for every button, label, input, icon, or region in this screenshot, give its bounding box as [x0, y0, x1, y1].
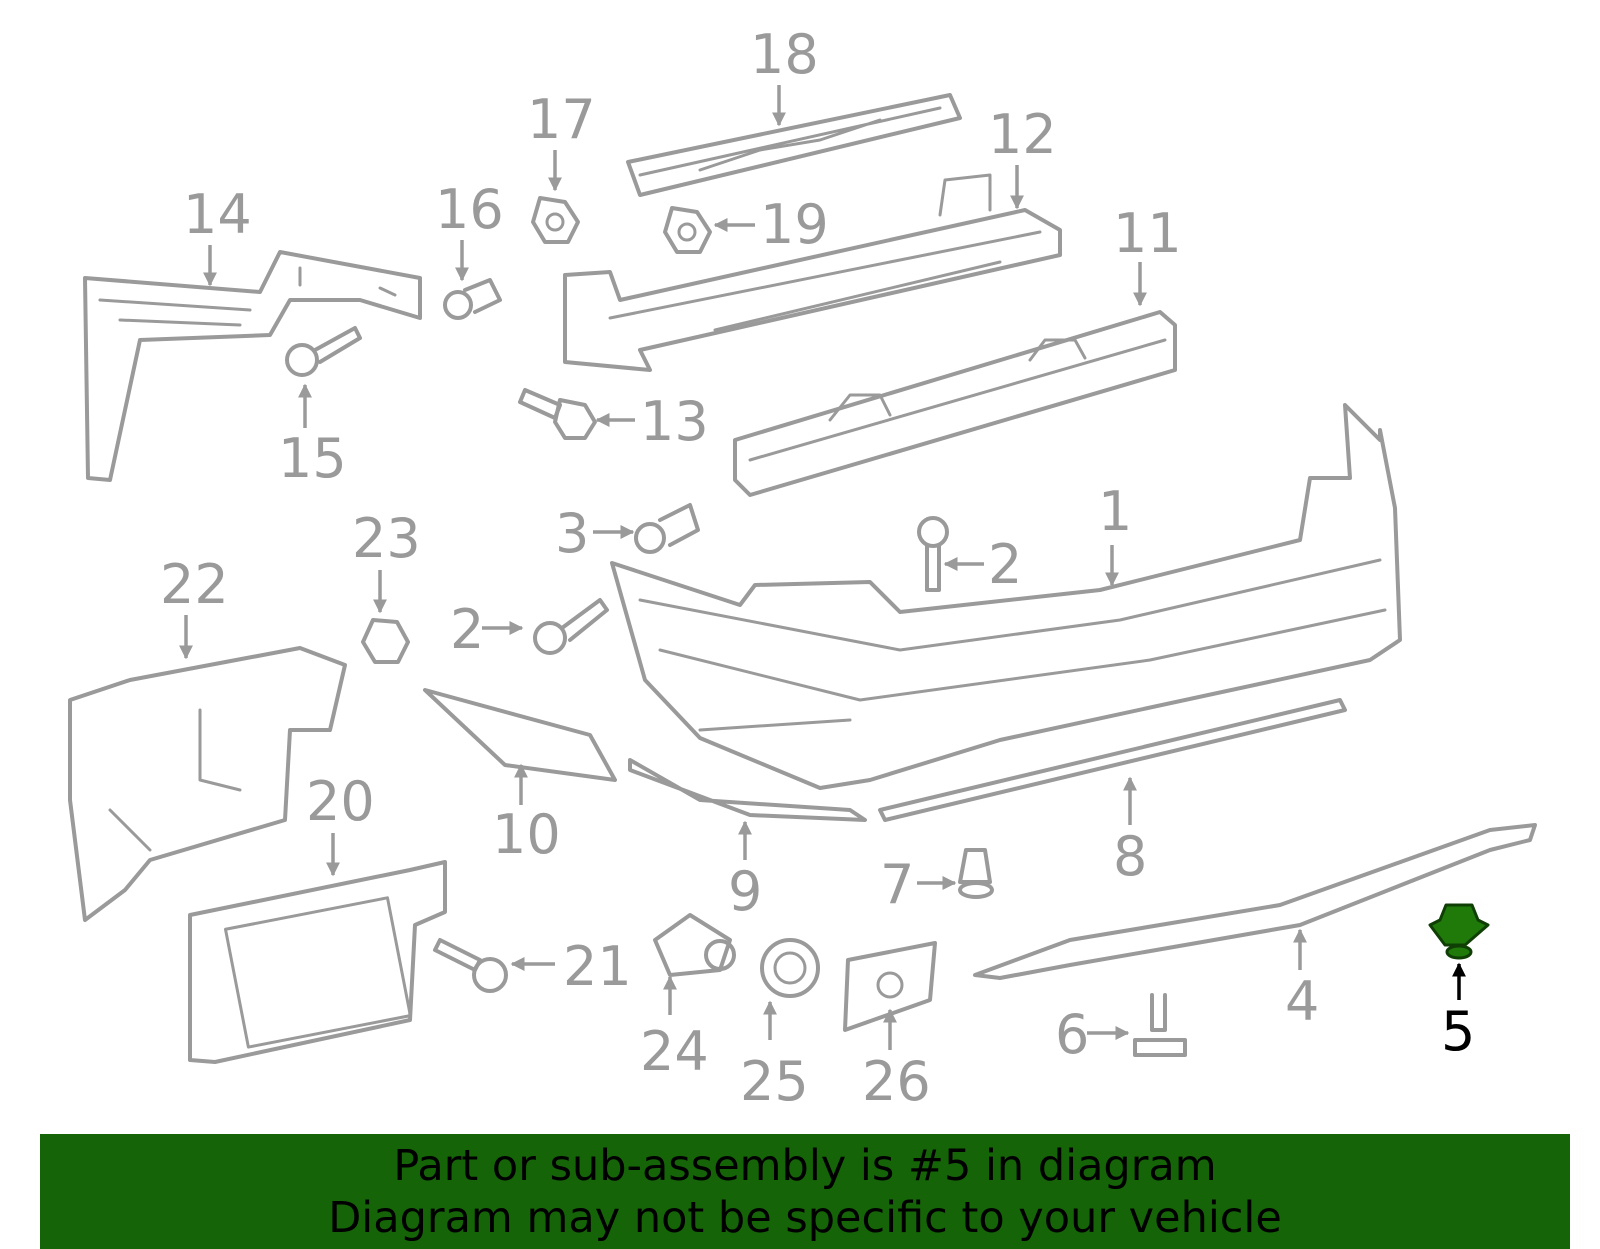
callout-18: 18: [750, 23, 819, 86]
callout-17: 17: [527, 88, 596, 151]
part-8-molding: [878, 698, 1347, 822]
callout-8: 8: [1113, 825, 1147, 888]
callout-16: 16: [435, 178, 504, 241]
callout-7: 7: [880, 853, 914, 916]
part-18-rail: [626, 93, 962, 197]
callout-21: 21: [563, 935, 632, 998]
callout-11: 11: [1113, 202, 1182, 265]
callout-2-left: 2: [450, 598, 484, 661]
callout-4: 4: [1285, 970, 1319, 1033]
part-16-retainer: [443, 278, 502, 320]
part-21-bolt: [433, 938, 508, 993]
part-26-holder: [843, 941, 937, 1032]
callout-9: 9: [728, 860, 762, 923]
callout-3: 3: [555, 502, 589, 565]
callout-10: 10: [492, 803, 561, 866]
callout-6: 6: [1055, 1003, 1089, 1066]
part-2-bolt-upper: [917, 516, 949, 592]
callout-26: 26: [862, 1050, 931, 1113]
callout-20: 20: [306, 770, 375, 833]
callout-22: 22: [160, 553, 229, 616]
callout-23: 23: [352, 507, 421, 570]
part-24-sensor: [653, 913, 736, 977]
callout-24: 24: [640, 1020, 709, 1083]
part-4-lower-molding: [973, 823, 1537, 980]
callout-19: 19: [760, 193, 829, 256]
callout-2-upper: 2: [988, 533, 1022, 596]
leader-arrows: [179, 85, 1466, 1050]
part-9-molding: [628, 758, 867, 822]
part-15-bolt: [285, 326, 362, 377]
part-23-nut: [361, 618, 410, 664]
callout-5-highlighted: 5: [1441, 1000, 1475, 1063]
part-13-bolt: [518, 388, 597, 440]
part-10-reflector-trim: [423, 688, 617, 782]
callout-1: 1: [1098, 480, 1132, 543]
part-12-beam: [563, 173, 1062, 372]
part-22-bracket: [68, 646, 347, 922]
banner-line-2: Diagram may not be specific to your vehi…: [328, 1193, 1282, 1243]
callout-13: 13: [640, 390, 709, 453]
callout-25: 25: [740, 1050, 809, 1113]
callout-14: 14: [183, 183, 252, 246]
callout-labels: 18 17 12 19 11 14 16 15 13 3 2 1 2 22 23…: [160, 23, 1475, 1113]
part-3-retainer: [634, 503, 700, 554]
part-11-absorber: [733, 310, 1177, 497]
part-6-bolt: [1133, 993, 1187, 1057]
part-5-clip-highlighted: [1428, 903, 1490, 960]
part-19-nut: [663, 206, 712, 254]
part-1-bumper-cover: [610, 403, 1402, 790]
callout-12: 12: [988, 103, 1057, 166]
part-14-bracket: [83, 250, 422, 482]
info-banner: Part or sub-assembly is #5 in diagram Di…: [40, 1134, 1570, 1249]
part-17-nut: [531, 196, 580, 244]
callout-15: 15: [278, 427, 347, 490]
part-20-module: [188, 860, 447, 1064]
part-25-grommet: [760, 938, 820, 998]
part-7-clip: [958, 848, 994, 899]
part-2-bolt-left: [533, 598, 609, 655]
banner-line-1: Part or sub-assembly is #5 in diagram: [393, 1141, 1217, 1191]
